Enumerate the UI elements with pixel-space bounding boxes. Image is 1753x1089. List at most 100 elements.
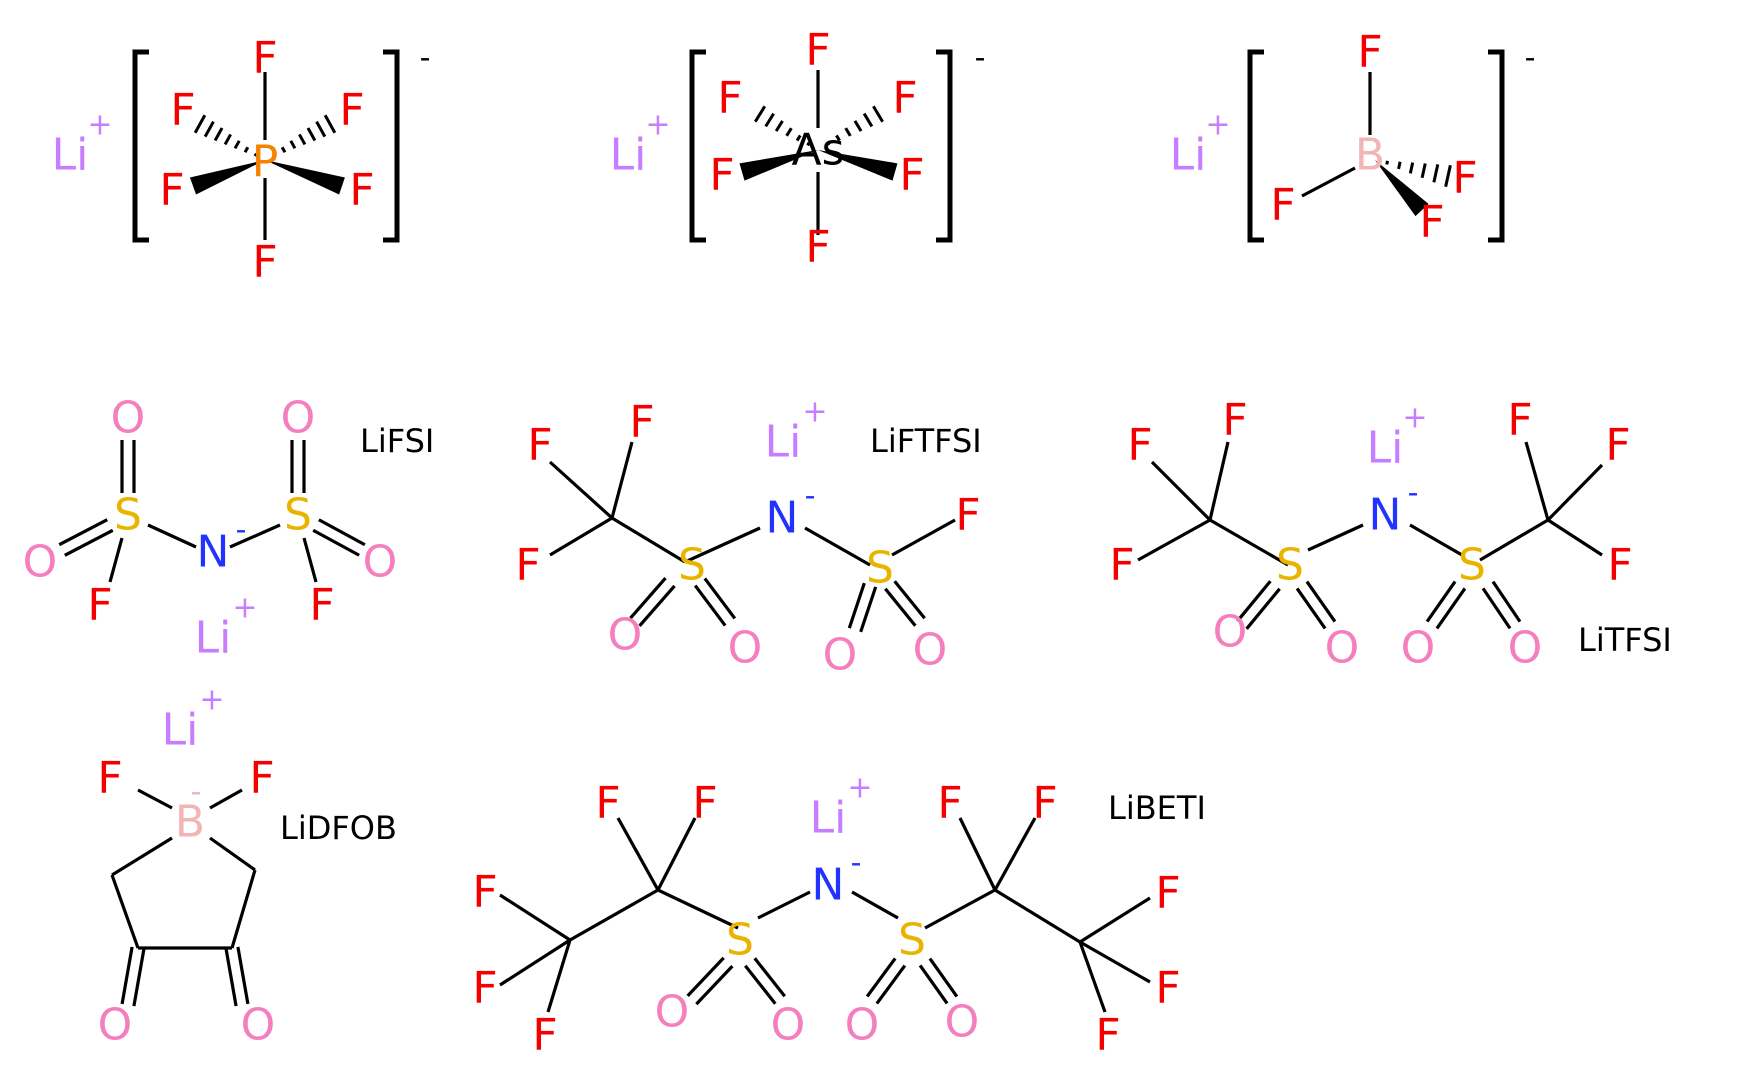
negative-charge: - (975, 41, 986, 76)
atom-f: F (1507, 395, 1532, 446)
double-bond-line (132, 948, 146, 1007)
double-bond-line (312, 528, 360, 557)
double-bond-line (1435, 587, 1467, 630)
atom-s: S (1458, 540, 1486, 591)
atom-f: F (1607, 540, 1632, 591)
atom-f: F (955, 490, 980, 541)
atom-o: O (728, 623, 763, 674)
bracket-icon (383, 49, 400, 243)
bond-layer (58, 49, 1604, 1013)
single-bond (209, 788, 243, 810)
single-bond (1301, 166, 1356, 198)
single-bond (147, 523, 197, 549)
atom-o: O (608, 610, 643, 661)
atom-o: O (823, 630, 858, 681)
single-bond (851, 890, 899, 920)
atom-f: F (159, 165, 184, 216)
wedge-bond-icon (818, 150, 898, 181)
double-bond-line (629, 576, 667, 620)
bracket-icon (1247, 49, 1264, 243)
litfsi-name-label: LiTFSI (1578, 621, 1672, 659)
double-bond-line (884, 587, 917, 627)
positive-charge: + (87, 108, 112, 143)
double-bond-line (744, 964, 777, 1005)
positive-charge: + (1205, 108, 1230, 143)
atom-f: F (805, 222, 830, 273)
atom-s: S (114, 490, 142, 541)
lidfob-name-label: LiDFOB (280, 809, 397, 847)
atom-f: F (472, 867, 497, 918)
bracket-icon (132, 49, 149, 243)
double-bond-line (64, 528, 114, 557)
atom-f: F (1452, 153, 1477, 204)
atom-f: F (1270, 180, 1295, 231)
negative-charge: - (851, 846, 862, 881)
double-bond-line (58, 518, 108, 547)
lithium-cation: Li (610, 130, 647, 181)
double-bond-line (893, 580, 926, 620)
atom-o: O (23, 537, 58, 588)
double-bond-line (686, 956, 725, 997)
single-bond (1547, 518, 1603, 557)
positive-charge: + (802, 395, 827, 430)
single-bond (891, 518, 956, 557)
single-bond (958, 817, 997, 891)
nitrogen-atom: N (812, 860, 845, 911)
atom-o: O (845, 1000, 880, 1051)
atom-o: O (945, 997, 980, 1048)
atom-f: F (692, 778, 717, 829)
positive-charge: + (1402, 401, 1427, 436)
atom-f: F (339, 85, 364, 136)
atom-f: F (532, 1010, 557, 1061)
atom-s: S (284, 490, 312, 541)
atom-o: O (1213, 607, 1248, 658)
single-bond (302, 537, 318, 583)
positive-charge: + (645, 108, 670, 143)
double-bond-line (875, 964, 907, 1005)
single-bond (994, 888, 1081, 944)
atom-f: F (595, 778, 620, 829)
lithium-cation: Li (810, 793, 847, 844)
lithium-cation: Li (1170, 130, 1207, 181)
wedge-bond-icon (1375, 160, 1429, 217)
positive-charge: + (847, 771, 872, 806)
double-bond-line (703, 577, 737, 620)
atom-f: F (249, 753, 274, 804)
single-bond (546, 939, 572, 1013)
hashed-bond-icon (193, 114, 258, 157)
atom-o: O (1401, 623, 1436, 674)
atom-f: F (87, 580, 112, 631)
atom-f: F (1357, 27, 1382, 78)
atom-f: F (1127, 420, 1152, 471)
lifsi-name-label: LiFSI (360, 422, 434, 460)
atom-f: F (309, 580, 334, 631)
atom-s: S (866, 543, 894, 594)
single-bond (1208, 441, 1230, 521)
double-bond-line (1425, 580, 1457, 623)
double-bond-line (695, 965, 734, 1006)
hashed-bond-icon (753, 105, 811, 147)
double-bond-line (693, 584, 727, 627)
lithium-cation: Li (1367, 423, 1404, 474)
double-bond-line (236, 946, 250, 1005)
atom-f: F (899, 150, 924, 201)
single-bond (549, 516, 613, 557)
single-bond (757, 890, 811, 920)
wedge-bond-icon (265, 160, 345, 195)
positive-charge: + (199, 683, 224, 718)
single-bond (1409, 523, 1463, 557)
double-bond-line (318, 518, 366, 547)
nitrogen-atom: N (197, 527, 230, 578)
negative-charge: - (805, 479, 816, 514)
atom-f: F (1109, 540, 1134, 591)
double-bond-line (1481, 587, 1512, 630)
atom-f: F (629, 397, 654, 448)
atom-o: O (655, 987, 690, 1038)
atom-f: F (1095, 1010, 1120, 1061)
atom-o: O (1325, 623, 1360, 674)
liftfsi-name-label: LiFTFSI (870, 422, 982, 460)
negative-charge: - (420, 41, 431, 76)
single-bond (610, 441, 634, 519)
single-bond (1137, 518, 1211, 562)
single-bond (110, 874, 140, 949)
